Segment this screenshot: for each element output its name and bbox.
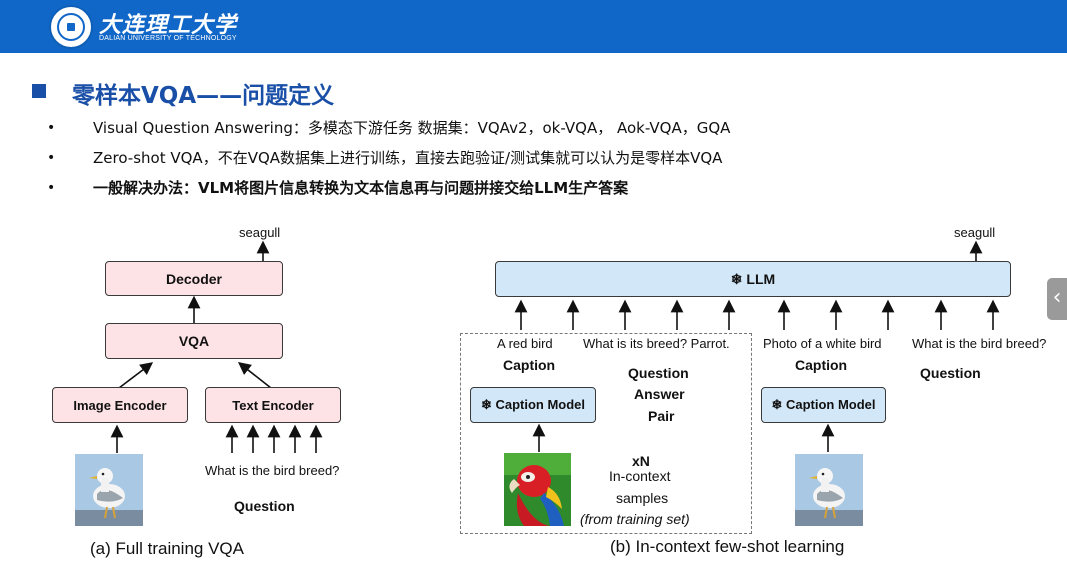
context-qa-text: What is its breed? Parrot. [583,336,730,351]
bullet-text-bold: 一般解决办法：VLM将图片信息转换为文本信息再与问题拼接交给LLM生产答案 [93,179,629,197]
text-encoder-box: Text Encoder [205,387,341,423]
bullet-mark: • [47,150,56,166]
image-encoder-box: Image Encoder [52,387,188,423]
question-label: Question [234,498,295,514]
in-context-label: samples [616,490,669,506]
in-context-label: (from training set) [580,511,690,527]
university-name-cn: 大连理工大学 [99,12,238,38]
seagull-image [795,454,863,526]
decoder-box: Decoder [105,261,283,296]
caption-model-box: ❄ Caption Model [761,387,886,423]
title-square-icon [32,84,46,98]
bullet-text: Zero-shot VQA，不在VQA数据集上进行训练，直接去跑验证/测试集就可… [93,149,723,167]
university-logo-icon [49,5,93,49]
qa-pair-label: Answer [634,386,685,402]
context-caption-text: A red bird [497,336,553,351]
caption-b: (b) In-context few-shot learning [610,537,845,556]
university-name-en: DALIAN UNIVERSITY OF TECHNOLOGY [99,35,237,42]
question-text: What is the bird breed? [205,463,340,478]
caption-label: Caption [503,357,556,373]
caption-model-box: ❄ Caption Model [470,387,596,423]
vqa-box: VQA [105,323,283,359]
slide-title: 零样本VQA——问题定义 [72,83,335,109]
parrot-image [504,453,571,526]
header-bar: 大连理工大学 DALIAN UNIVERSITY OF TECHNOLOGY [0,0,1067,53]
llm-box: ❄ LLM [495,261,1011,297]
test-caption-text: Photo of a white bird [763,336,882,351]
in-context-dashed-box [460,333,752,534]
bullet-text: Visual Question Answering：多模态下游任务 数据集：VQ… [93,119,731,137]
chevron-left-icon[interactable]: ‹ [1047,278,1067,320]
qa-pair-label: Question [628,365,689,381]
bullet-mark: • [47,120,56,136]
test-question-text: What is the bird breed? [912,336,1047,351]
qa-pair-label: Pair [648,408,675,424]
question-label: Question [920,365,981,381]
caption-label: Caption [795,357,848,373]
seagull-image [75,454,143,526]
output-label: seagull [954,225,996,240]
in-context-label: In-context [609,468,671,484]
output-label: seagull [239,225,281,240]
bullet-mark: • [47,180,56,196]
multiplier-label: xN [632,453,650,469]
caption-a: (a) Full training VQA [90,539,244,558]
